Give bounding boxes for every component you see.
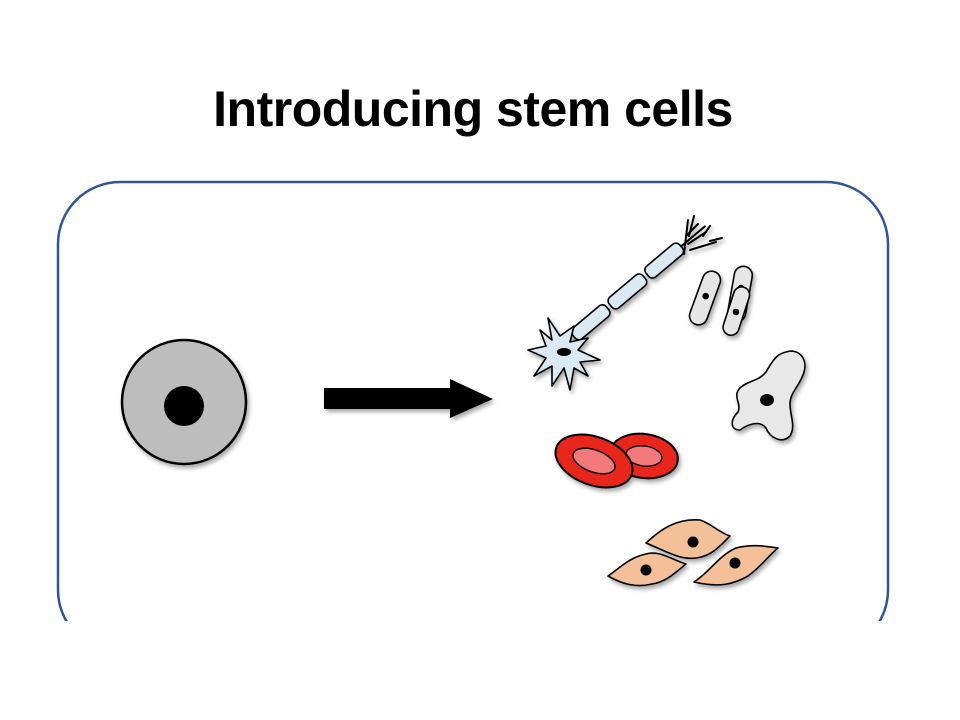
white-blood-cell-icon xyxy=(731,350,806,441)
right-arrow-icon xyxy=(324,379,493,418)
diagram-frame xyxy=(56,180,890,621)
skin-cells-icon xyxy=(607,519,779,587)
neuron-icon xyxy=(527,215,723,391)
slide-title: Introducing stem cells xyxy=(213,81,733,137)
muscle-fibres-icon xyxy=(688,265,754,337)
stem-cell-icon xyxy=(120,338,248,466)
red-blood-cells-icon xyxy=(554,432,679,489)
